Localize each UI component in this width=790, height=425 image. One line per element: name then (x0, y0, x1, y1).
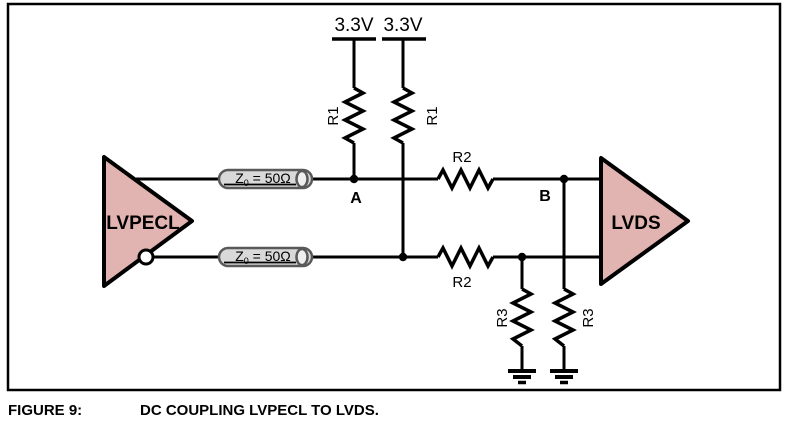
resistor-r1-left-zigzag (341, 86, 367, 145)
supply-3v3-left-label: 3.3V (334, 15, 373, 36)
resistor-r3-left-zigzag (509, 287, 535, 348)
junction-dot-bottom-r1 (398, 252, 408, 262)
resistor-r2-bottom-zigzag (436, 244, 495, 270)
resistor-r1-right-zigzag (390, 86, 416, 145)
resistor-r3-right-zigzag (551, 287, 577, 348)
transmission-line-top: Z0 = 50Ω (217, 168, 314, 190)
node-a-label: A (350, 190, 362, 207)
figure-caption-title: DC COUPLING LVPECL TO LVDS. (140, 402, 379, 419)
resistor-r2-bottom-label: R2 (452, 274, 471, 291)
lvpecl-driver-label: LVPECL (106, 213, 180, 234)
transmission-line-top-body (217, 168, 314, 190)
resistor-r2-top-zigzag (436, 166, 495, 192)
figure-caption-label: FIGURE 9: (8, 402, 83, 419)
transmission-line-bottom-label: Z0 = 50Ω (235, 248, 291, 266)
resistor-r1-left-label: R1 (325, 106, 342, 125)
lvds-receiver-label: LVDS (611, 213, 660, 234)
inversion-bubble-icon (137, 248, 155, 266)
transmission-line-top-label: Z0 = 50Ω (235, 170, 291, 188)
transmission-line-bottom: Z0 = 50Ω (217, 246, 314, 268)
resistor-r2-top-label: R2 (452, 149, 471, 166)
ground-icon-left (508, 369, 536, 385)
node-b-label: B (539, 188, 551, 205)
figure-border (6, 2, 782, 392)
resistor-r3-left-label: R3 (494, 308, 511, 327)
transmission-line-bottom-endcap (295, 247, 309, 267)
ground-icon-right (550, 369, 578, 385)
resistor-r3-right-label: R3 (580, 308, 597, 327)
lvds-receiver-triangle (599, 156, 690, 286)
transmission-line-bottom-body (217, 246, 314, 268)
transmission-line-top-endcap (295, 169, 309, 189)
junction-dot-node-a (349, 174, 359, 184)
figure-caption: FIGURE 9: DC COUPLING LVPECL TO LVDS. (8, 402, 778, 419)
supply-3v3-right-label: 3.3V (383, 15, 422, 36)
resistor-r1-right-label: R1 (424, 106, 441, 125)
